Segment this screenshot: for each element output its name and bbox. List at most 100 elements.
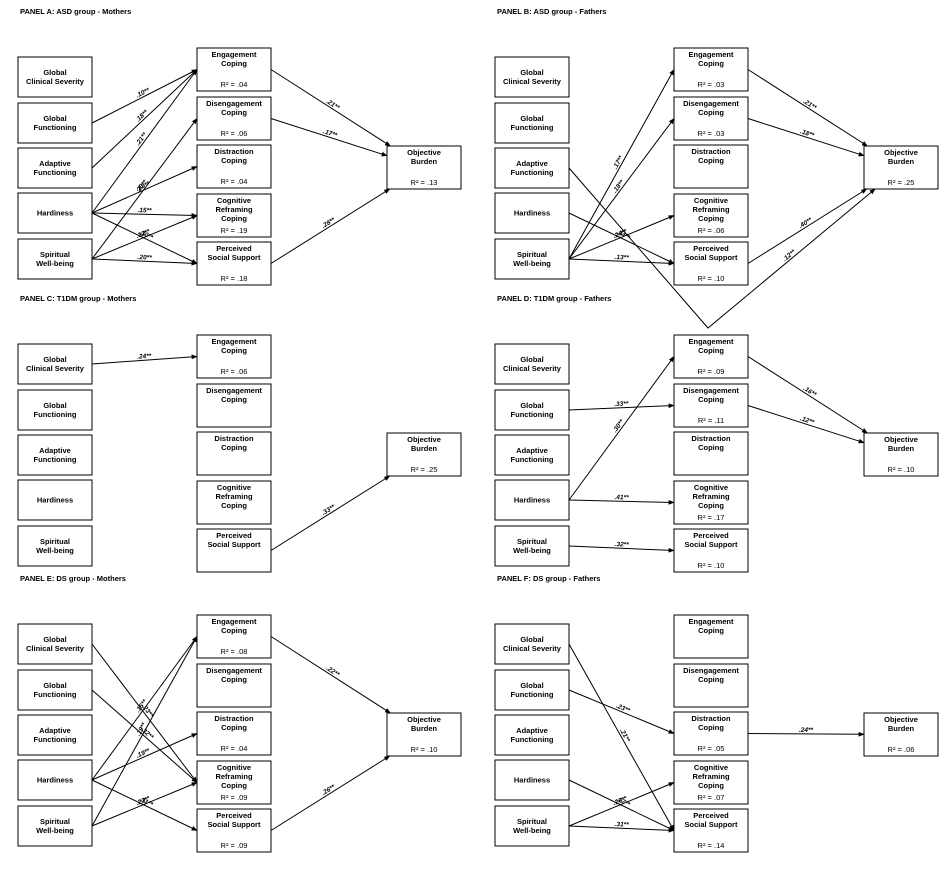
predictor-label: Functioning xyxy=(34,123,77,132)
path-coefficient: .10** xyxy=(135,87,151,100)
mediator-box-frame xyxy=(196,711,272,756)
path-coefficient: .18** xyxy=(612,179,626,195)
predictor-label: Spiritual xyxy=(40,250,70,259)
predictor-label: Hardiness xyxy=(37,496,73,505)
r-squared-label: R² = .17 xyxy=(698,513,725,522)
path-arrow-m2-o xyxy=(747,405,865,444)
mediator-box-frame xyxy=(673,528,749,573)
predictor-box: Hardiness xyxy=(17,759,93,801)
predictor-box-frame xyxy=(17,669,93,711)
mediator-box-frame xyxy=(673,193,749,238)
mediator-label: Cognitive xyxy=(694,483,728,492)
predictor-label: Hardiness xyxy=(37,209,73,218)
outcome-label: Burden xyxy=(888,157,915,166)
path-arrows: .21**.23**.17**.26**.31**.24** xyxy=(568,643,865,833)
path-arrow-p4-m5 xyxy=(568,212,675,264)
mediator-label: Reframing xyxy=(692,492,730,501)
r-squared-label: R² = .14 xyxy=(698,841,725,850)
predictor-label: Hardiness xyxy=(514,496,550,505)
path-coefficient: .17** xyxy=(322,128,338,139)
mediator-label: Perceived xyxy=(216,244,252,253)
outcome-label: Objective xyxy=(407,715,441,724)
mediator-label: Reframing xyxy=(692,772,730,781)
predictor-box: Hardiness xyxy=(17,192,93,234)
outcome-label: Objective xyxy=(884,715,918,724)
outcome-box-frame xyxy=(863,712,939,757)
outcome-label: Objective xyxy=(884,435,918,444)
mediator-label: Cognitive xyxy=(217,196,251,205)
predictor-label: Functioning xyxy=(34,690,77,699)
path-arrows: .17**.18**.24**.24**.13**.21**.18**.40**… xyxy=(568,68,876,329)
path-coefficient: .41** xyxy=(614,494,629,501)
mediator-label: Coping xyxy=(221,59,247,68)
path-arrow-m3-o xyxy=(747,731,865,737)
mediator-label: Perceived xyxy=(693,531,729,540)
mediator-label: Disengagement xyxy=(206,99,262,108)
predictor-label: Global xyxy=(43,401,66,410)
mediator-box-frame xyxy=(673,334,749,379)
mediator-box-frame xyxy=(673,663,749,708)
r-squared-label: R² = .04 xyxy=(221,80,248,89)
predictor-label: Well-being xyxy=(513,826,551,835)
predictor-label: Spiritual xyxy=(517,250,547,259)
mediator-box-frame xyxy=(196,480,272,525)
path-arrow-m2-o xyxy=(747,118,865,157)
predictor-label: Global xyxy=(520,401,543,410)
mediator-box-frame xyxy=(673,144,749,189)
path-arrow-p5-m4 xyxy=(91,215,198,260)
path-arrow-p2-m1 xyxy=(91,69,198,124)
panel-a: PANEL A: ASD group - Mothers.10**.18**.2… xyxy=(17,7,462,286)
r-squared-label: R² = .13 xyxy=(411,178,438,187)
path-arrow-p4-m3 xyxy=(91,733,198,781)
predictor-label: Functioning xyxy=(511,455,554,464)
mediator-label: Coping xyxy=(221,108,247,117)
path-arrow-p4-m5 xyxy=(91,212,198,264)
mediator-label: Engagement xyxy=(688,337,734,346)
mediator-label: Coping xyxy=(698,156,724,165)
predictor-box-frame xyxy=(494,525,570,567)
mediator-label: Coping xyxy=(221,214,247,223)
r-squared-label: R² = .19 xyxy=(221,226,248,235)
mediator-label: Coping xyxy=(221,723,247,732)
r-squared-label: R² = .11 xyxy=(698,416,724,425)
predictor-box-frame xyxy=(17,525,93,567)
mediator-label: Disengagement xyxy=(683,99,739,108)
mediator-label: Coping xyxy=(698,675,724,684)
path-arrow-m5-o xyxy=(270,188,391,264)
mediator-label: Reframing xyxy=(215,772,253,781)
mediator-label: Distraction xyxy=(214,147,254,156)
outcome-label: Objective xyxy=(407,148,441,157)
mediator-label: Disengagement xyxy=(683,666,739,675)
r-squared-label: R² = .08 xyxy=(221,647,248,656)
panel-title: PANEL B: ASD group - Fathers xyxy=(497,7,606,16)
predictor-label: Clinical Severity xyxy=(503,364,562,373)
predictor-box-frame xyxy=(17,623,93,665)
mediator-label: Coping xyxy=(698,59,724,68)
mediator-box-frame xyxy=(196,241,272,286)
r-squared-label: R² = .07 xyxy=(698,793,725,802)
mediator-label: Coping xyxy=(221,443,247,452)
predictor-label: Spiritual xyxy=(517,817,547,826)
predictor-label: Clinical Severity xyxy=(503,77,562,86)
predictor-label: Clinical Severity xyxy=(26,644,85,653)
predictor-box-frame xyxy=(17,479,93,521)
mediator-label: Coping xyxy=(698,108,724,117)
path-arrow-p5-m1 xyxy=(568,68,675,260)
mediator-label: Social Support xyxy=(208,253,261,262)
mediator-label: Engagement xyxy=(211,50,257,59)
